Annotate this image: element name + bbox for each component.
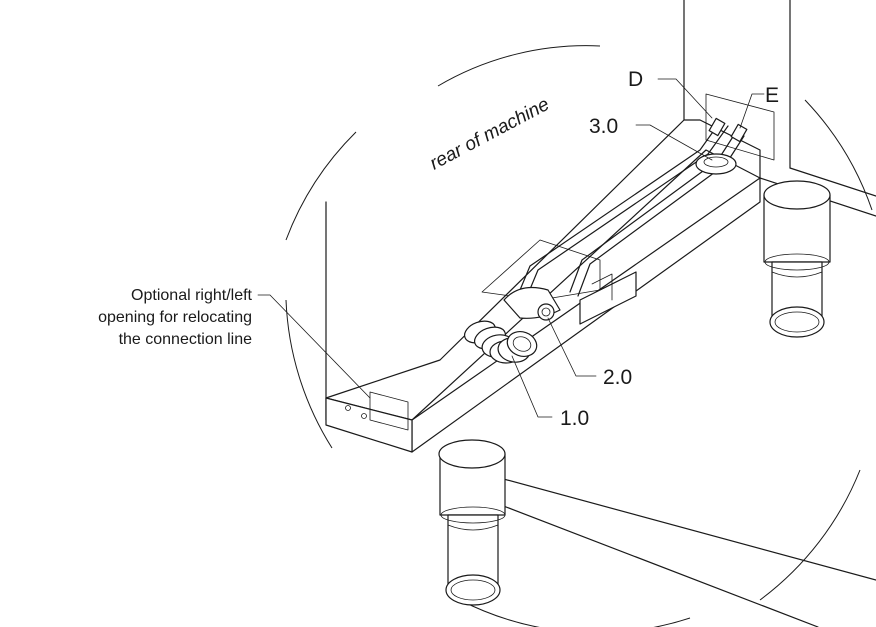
connection-box [325, 93, 775, 453]
hose-opening [503, 287, 561, 321]
label-e: E [765, 84, 779, 107]
pipes [519, 117, 748, 297]
label-3-0: 3.0 [589, 115, 618, 138]
rear-of-machine-text: rear of machine [426, 94, 552, 175]
clamp-block [579, 271, 637, 325]
label-d: D [628, 68, 643, 91]
note-line-1: Optional right/left [131, 287, 253, 304]
label-1-0: 1.0 [560, 407, 589, 430]
leg-back [763, 180, 831, 338]
note-line-3: the connection line [119, 331, 253, 348]
label-2-0: 2.0 [603, 366, 632, 389]
flexible-hose [463, 320, 538, 364]
leader-lines [257, 78, 765, 418]
detail-circle [285, 45, 873, 627]
leg-front [438, 439, 506, 606]
drain-socket [695, 153, 737, 175]
note-line-2: opening for relocating [98, 309, 252, 326]
